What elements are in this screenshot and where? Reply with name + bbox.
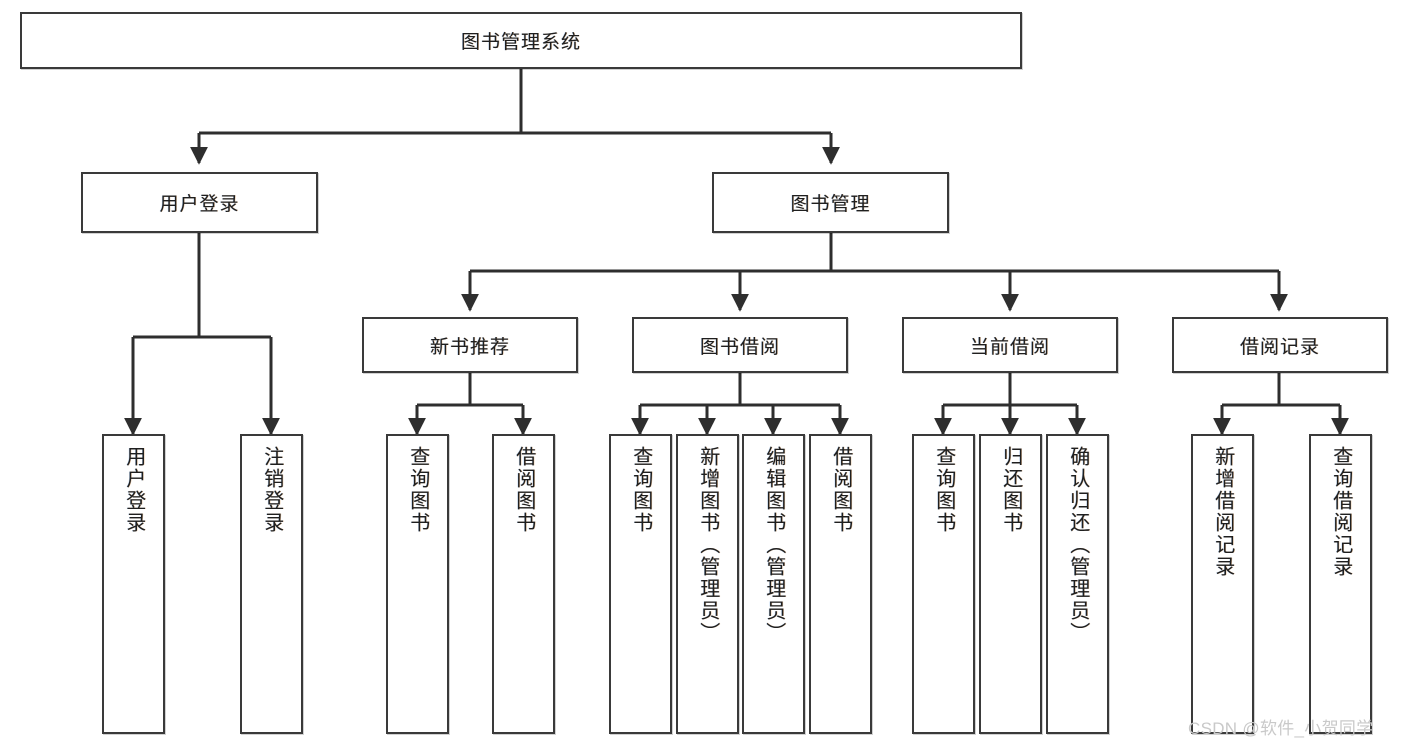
node-leaf-user-login[interactable]: 用户登录 (102, 434, 165, 734)
node-label: 查询借阅记录 (1329, 446, 1352, 578)
node-root-system[interactable]: 图书管理系统 (20, 12, 1022, 69)
node-book-borrow[interactable]: 图书借阅 (632, 317, 848, 373)
node-label: 图书管理 (790, 194, 871, 215)
node-leaf-add-record[interactable]: 新增借阅记录 (1191, 434, 1254, 734)
node-label: 借阅图书 (829, 446, 852, 534)
node-label: 编辑图书（管理员） (762, 446, 785, 644)
node-label: 图书管理系统 (460, 32, 581, 53)
node-user-login[interactable]: 用户登录 (81, 172, 318, 233)
node-label: 注销登录 (260, 446, 283, 534)
node-leaf-add-book[interactable]: 新增图书（管理员） (676, 434, 739, 734)
node-label: 借阅图书 (512, 446, 535, 534)
node-leaf-borrow-book-1[interactable]: 借阅图书 (492, 434, 555, 734)
node-leaf-logout[interactable]: 注销登录 (240, 434, 303, 734)
node-current-borrow[interactable]: 当前借阅 (902, 317, 1118, 373)
node-label: 查询图书 (629, 446, 652, 534)
node-label: 用户登录 (122, 446, 145, 534)
node-label: 新增图书（管理员） (696, 446, 719, 644)
node-label: 用户登录 (159, 194, 240, 215)
node-leaf-query-book-3[interactable]: 查询图书 (912, 434, 975, 734)
node-label: 确认归还（管理员） (1066, 446, 1089, 644)
node-label: 新书推荐 (429, 336, 510, 358)
node-label: 查询图书 (932, 446, 955, 534)
node-new-book-recommend[interactable]: 新书推荐 (362, 317, 578, 373)
node-label: 图书借阅 (699, 336, 780, 358)
node-label: 借阅记录 (1239, 336, 1320, 358)
node-borrow-record[interactable]: 借阅记录 (1172, 317, 1388, 373)
node-leaf-query-record[interactable]: 查询借阅记录 (1309, 434, 1372, 734)
node-label: 查询图书 (406, 446, 429, 534)
node-leaf-query-book-1[interactable]: 查询图书 (386, 434, 449, 734)
node-label: 新增借阅记录 (1211, 446, 1234, 578)
node-leaf-edit-book[interactable]: 编辑图书（管理员） (742, 434, 805, 734)
node-leaf-query-book-2[interactable]: 查询图书 (609, 434, 672, 734)
node-leaf-borrow-book-2[interactable]: 借阅图书 (809, 434, 872, 734)
node-book-management[interactable]: 图书管理 (712, 172, 949, 233)
node-leaf-return-book[interactable]: 归还图书 (979, 434, 1042, 734)
node-label: 归还图书 (999, 446, 1022, 534)
node-leaf-confirm-return[interactable]: 确认归还（管理员） (1046, 434, 1109, 734)
watermark: CSDN @软件_小贺同学 (1188, 719, 1374, 738)
node-label: 当前借阅 (969, 336, 1050, 358)
